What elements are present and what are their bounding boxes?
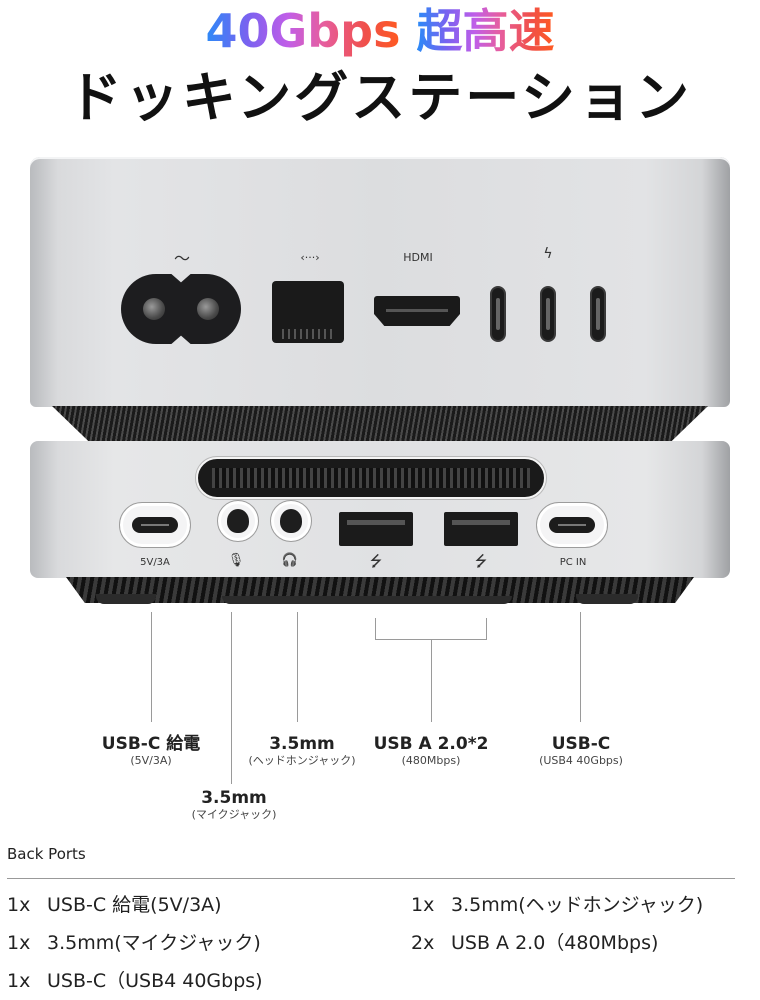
usb-a-port-1 bbox=[339, 512, 413, 546]
ac-power-icon: 〜 bbox=[173, 249, 190, 268]
microphone-icon: 🎙 bbox=[227, 553, 245, 568]
thunderbolt-port-3 bbox=[590, 286, 606, 342]
callout-line bbox=[151, 612, 152, 722]
callout-usbc-usb4: USB-C (USB4 40Gbps) bbox=[539, 734, 623, 767]
headphone-icon: 🎧 bbox=[281, 553, 299, 568]
top-unit-vent bbox=[52, 406, 708, 444]
callout-line bbox=[231, 612, 232, 784]
power-pin-icon bbox=[143, 298, 165, 320]
callout-line bbox=[486, 618, 487, 640]
usb-a-port-2 bbox=[444, 512, 518, 546]
ethernet-port bbox=[272, 281, 344, 343]
callout-headphone: 3.5mm (ヘッドホンジャック) bbox=[248, 734, 356, 767]
callout-line bbox=[580, 612, 581, 722]
ethernet-icon: ‹···› bbox=[300, 251, 320, 264]
dock-slot-vent bbox=[196, 457, 546, 499]
headline-speed-value: 40Gbps bbox=[205, 4, 401, 58]
thunderbolt-port-2 bbox=[540, 286, 556, 342]
hdmi-port bbox=[374, 296, 460, 326]
headline-speed-suffix: 超高速 bbox=[416, 4, 555, 58]
power-pin-icon bbox=[197, 298, 219, 320]
dock-foot bbox=[96, 594, 156, 604]
headline-speed: 40Gbps 超高速 bbox=[0, 2, 760, 60]
thunderbolt-port-1 bbox=[490, 286, 506, 342]
power-inlet-port bbox=[121, 274, 241, 344]
callout-line bbox=[431, 639, 432, 722]
callout-line bbox=[375, 618, 376, 640]
usbc-pc-in-port bbox=[536, 502, 608, 548]
usb-icon: ⭍ bbox=[474, 552, 488, 570]
dock-foot bbox=[222, 596, 512, 604]
hdmi-label: HDMI bbox=[403, 251, 433, 264]
dock-foot bbox=[576, 594, 638, 604]
callout-usbc-power: USB-C 給電 (5V/3A) bbox=[101, 734, 201, 767]
headphone-jack-port bbox=[270, 500, 312, 542]
callout-mic: 3.5mm (マイクジャック) bbox=[191, 788, 277, 821]
pc-in-label: PC IN bbox=[559, 557, 587, 568]
usbc-power-label: 5V/3A bbox=[140, 557, 170, 568]
callout-line bbox=[297, 612, 298, 722]
spec-divider bbox=[7, 878, 735, 879]
mic-jack-port bbox=[217, 500, 259, 542]
thunderbolt-icon: ϟ bbox=[543, 246, 553, 262]
usb-icon: ⭍ bbox=[369, 552, 383, 570]
usbc-power-port bbox=[119, 502, 191, 548]
callout-usb-a: USB A 2.0*2 (480Mbps) bbox=[373, 734, 489, 767]
headline-product: ドッキングステーション bbox=[67, 66, 693, 129]
spec-title: Back Ports bbox=[7, 845, 86, 863]
